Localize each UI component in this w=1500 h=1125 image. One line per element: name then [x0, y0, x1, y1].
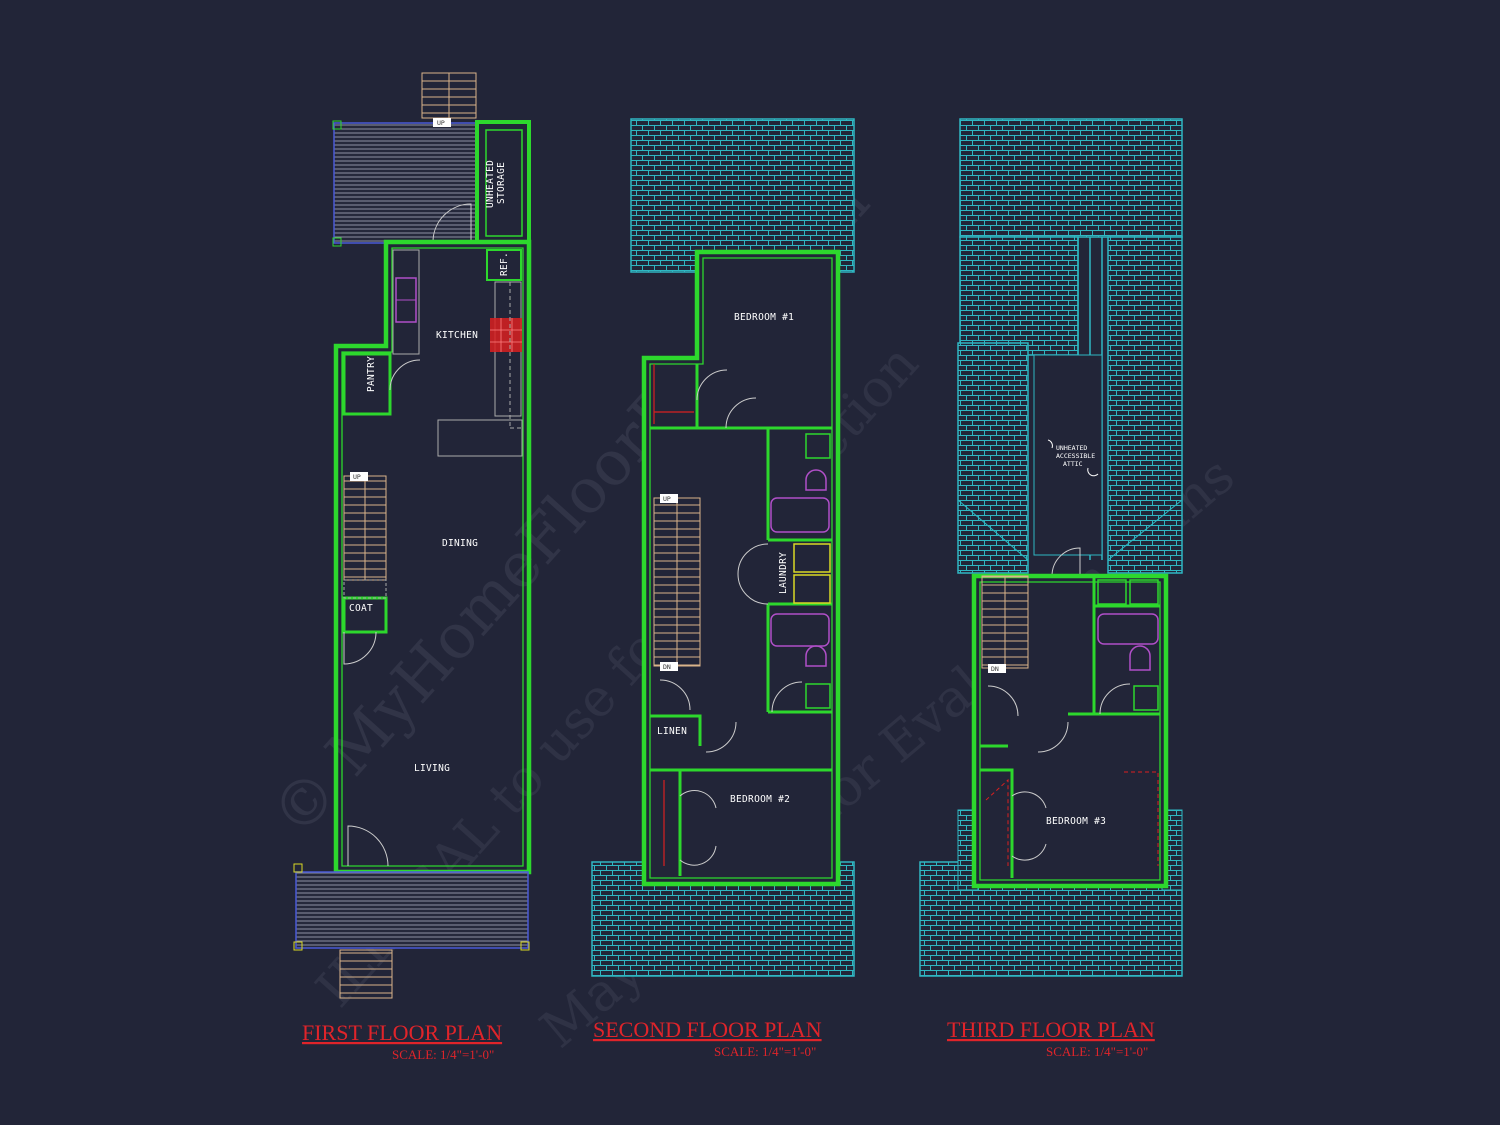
linen-label: LINEN	[657, 726, 687, 737]
rear-roof	[630, 118, 855, 273]
rear-deck	[333, 122, 477, 244]
unheated-storage-label-2: STORAGE	[496, 162, 507, 204]
bedroom2-label: BEDROOM #2	[730, 794, 790, 805]
washer	[793, 543, 831, 573]
bath1-tub	[770, 497, 830, 533]
bath-walls	[766, 428, 832, 714]
bedroom1-label: BEDROOM #1	[734, 312, 794, 323]
third-shower	[1097, 579, 1127, 605]
living-label: LIVING	[414, 763, 450, 774]
first-floor-exterior-wall	[333, 239, 532, 875]
pantry-label: PANTRY	[366, 356, 377, 392]
unheated-storage-label-1: UNHEATED	[485, 160, 496, 208]
dryer	[793, 574, 831, 604]
second-floor-scale: SCALE: 1/4"=1'-0"	[714, 1044, 816, 1059]
second-floor-exterior-wall	[641, 249, 841, 887]
ref-label: REF.	[499, 252, 510, 276]
third-bath-vanity	[1133, 685, 1159, 711]
dining-label: DINING	[442, 538, 478, 549]
front-door	[347, 825, 389, 867]
bedroom1-closet	[653, 364, 694, 424]
bath2-toilet	[805, 645, 827, 667]
second-dn-label: DN	[663, 663, 671, 671]
second-up-label: UP	[663, 495, 671, 503]
attic-label-3: ATTIC	[1063, 460, 1083, 468]
third-bath-walls	[1068, 576, 1160, 716]
attic-label-1: UNHEATED	[1056, 444, 1087, 452]
up-label-stair: UP	[353, 473, 361, 481]
kitchen-counter-left	[392, 249, 420, 355]
range-cooktop	[490, 318, 522, 352]
bath2-tub	[770, 613, 830, 647]
front-stair	[339, 949, 393, 999]
second-floor-plan: BEDROOM #1 LAUNDRY UP DN LINEN BEDR	[591, 118, 855, 1059]
third-floor-title: THIRD FLOOR PLAN	[947, 1017, 1155, 1042]
bath2-vanity	[805, 683, 831, 709]
up-label-rear: UP	[437, 119, 445, 127]
third-side-roof-right	[1107, 236, 1183, 574]
up-tag-rear	[433, 118, 451, 127]
third-bath-toilet	[1129, 645, 1151, 671]
coat-label: COAT	[349, 603, 373, 614]
first-floor-scale: SCALE: 1/4"=1'-0"	[392, 1047, 494, 1062]
laundry-label: LAUNDRY	[778, 552, 789, 594]
bath1-vanity	[805, 433, 831, 459]
first-floor-title: FIRST FLOOR PLAN	[302, 1020, 502, 1045]
attic-label-2: ACCESSIBLE	[1056, 452, 1095, 460]
kitchen-island	[437, 419, 523, 457]
bath1-toilet	[805, 469, 827, 491]
pantry-room	[342, 352, 392, 416]
third-bath-tub	[1097, 613, 1159, 645]
unheated-attic	[1033, 354, 1103, 556]
third-rear-roof	[959, 118, 1183, 238]
third-dn-label: DN	[991, 665, 999, 673]
refrigerator	[486, 249, 522, 281]
third-floor-plan: UNHEATED ACCESSIBLE ATTIC DN BEDROOM #3 …	[919, 118, 1183, 1059]
third-floor-scale: SCALE: 1/4"=1'-0"	[1046, 1044, 1148, 1059]
second-floor-title: SECOND FLOOR PLAN	[593, 1017, 822, 1042]
bedroom3-closet-lines	[985, 771, 1159, 866]
third-side-roof-left	[957, 342, 1029, 574]
first-floor-plan: UP UNHEATED STORAGE REF. KITCHEN PANTRY	[293, 72, 532, 1062]
kitchen-label: KITCHEN	[436, 330, 478, 341]
front-porch	[295, 871, 529, 949]
bedroom3-label: BEDROOM #3	[1046, 816, 1106, 827]
